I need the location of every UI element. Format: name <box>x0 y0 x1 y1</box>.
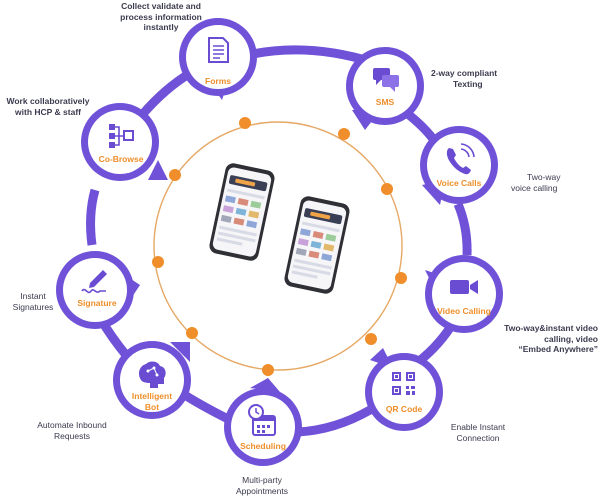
caption-sms: 2-way compliant Texting <box>431 68 531 89</box>
inner-orbit-circle <box>153 121 403 371</box>
caption-line: Appointments <box>236 485 288 496</box>
orbit-dot <box>338 128 350 140</box>
caption-line: Multi-party <box>242 475 282 485</box>
caption-intelligent-bot: Automate Inbound Requests <box>22 420 122 441</box>
ring-segment-voice-video <box>453 202 472 256</box>
node-face <box>372 360 436 424</box>
caption-line: Signatures <box>12 301 54 312</box>
calendar-clock-icon <box>248 404 276 436</box>
node-face <box>88 110 152 174</box>
orbit-dot <box>381 183 393 195</box>
caption-line: process information <box>120 11 202 22</box>
caption-voice-calls: Two-way voice calling <box>511 172 596 193</box>
node-scheduling[interactable]: Scheduling <box>224 378 302 466</box>
node-label: Bot <box>145 402 159 412</box>
phone-right <box>284 196 350 294</box>
caption-line: calling, video <box>544 333 598 344</box>
ring-segment-qr-scheduling <box>297 406 373 437</box>
orbit-dot <box>186 327 198 339</box>
node-label: Signature <box>77 298 116 308</box>
phone-icon <box>446 143 475 175</box>
caption-line: Two-way&instant video <box>504 323 598 333</box>
caption-line: instantly <box>143 22 179 32</box>
orbit-dot <box>152 256 164 268</box>
caption-line: Two-way <box>527 172 561 182</box>
ring-segment-cobrowse-forms <box>138 68 195 118</box>
caption-line: “Embed Anywhere” <box>518 344 598 354</box>
orbit-dot <box>395 272 407 284</box>
caption-scheduling: Multi-party Appointments <box>222 475 302 496</box>
orbit-dot <box>169 169 181 181</box>
node-label: QR Code <box>386 404 423 414</box>
node-label: Forms <box>205 76 231 86</box>
node-pointer <box>148 160 168 180</box>
caption-qr-code: Enable Instant Connection <box>438 422 518 443</box>
node-voice-calls[interactable]: Voice Calls <box>420 126 498 205</box>
node-label: SMS <box>376 97 395 107</box>
node-video-calling[interactable]: Video Calling <box>425 255 503 333</box>
node-qr-code[interactable]: QR Code <box>365 348 443 431</box>
node-signature[interactable]: Signature <box>56 251 140 329</box>
caption-line: Texting <box>453 78 483 89</box>
node-label: Voice Calls <box>437 178 482 188</box>
node-sms[interactable]: SMS <box>346 47 424 130</box>
node-label: Scheduling <box>240 441 286 451</box>
caption-line: Requests <box>54 430 90 441</box>
ring-segment-scheduling-bot <box>177 388 233 425</box>
caption-line: voice calling <box>511 182 558 193</box>
phone-left <box>209 163 275 261</box>
node-intelligent-bot[interactable]: Intelligent Bot <box>113 341 191 419</box>
node-label: Co-Browse <box>99 154 144 164</box>
orbit-dot <box>365 333 377 345</box>
caption-video-calling: Two-way&instant video calling, video “Em… <box>486 323 598 355</box>
caption-line: Collect validate and <box>121 1 201 11</box>
node-label: Intelligent <box>132 391 172 401</box>
caption-line: Enable Instant <box>450 422 506 432</box>
caption-line: Automate Inbound <box>37 420 107 430</box>
caption-line: with HCP & staff <box>15 106 81 117</box>
document-icon <box>208 37 229 63</box>
caption-co-browse: Work collaboratively with HCP & staff <box>0 96 96 117</box>
orbit-dot <box>239 117 251 129</box>
video-camera-icon <box>450 280 478 294</box>
caption-line: 2-way compliant <box>431 68 498 78</box>
node-face <box>427 133 491 197</box>
brain-icon <box>138 361 166 388</box>
caption-line: Work collaboratively <box>6 96 90 106</box>
caption-signature: Instant Signatures <box>0 291 66 312</box>
center-phones-illustration <box>209 163 350 294</box>
caption-line: Connection <box>456 432 500 443</box>
chat-bubbles-icon <box>373 68 399 92</box>
node-co-browse[interactable]: Co-Browse <box>81 103 168 181</box>
orbit-dot <box>262 364 274 376</box>
hierarchy-icon <box>109 124 134 148</box>
pen-signature-icon <box>81 270 107 294</box>
caption-forms: Collect validate and process information… <box>96 1 226 33</box>
node-forms[interactable]: Forms <box>179 18 257 100</box>
node-pointer <box>170 342 190 362</box>
caption-line: Instant <box>20 291 46 301</box>
orbit-dots <box>152 117 407 376</box>
node-label: Video Calling <box>437 306 491 316</box>
qr-code-icon <box>392 372 415 395</box>
ring-segment-signature-cobrowse <box>86 188 100 246</box>
